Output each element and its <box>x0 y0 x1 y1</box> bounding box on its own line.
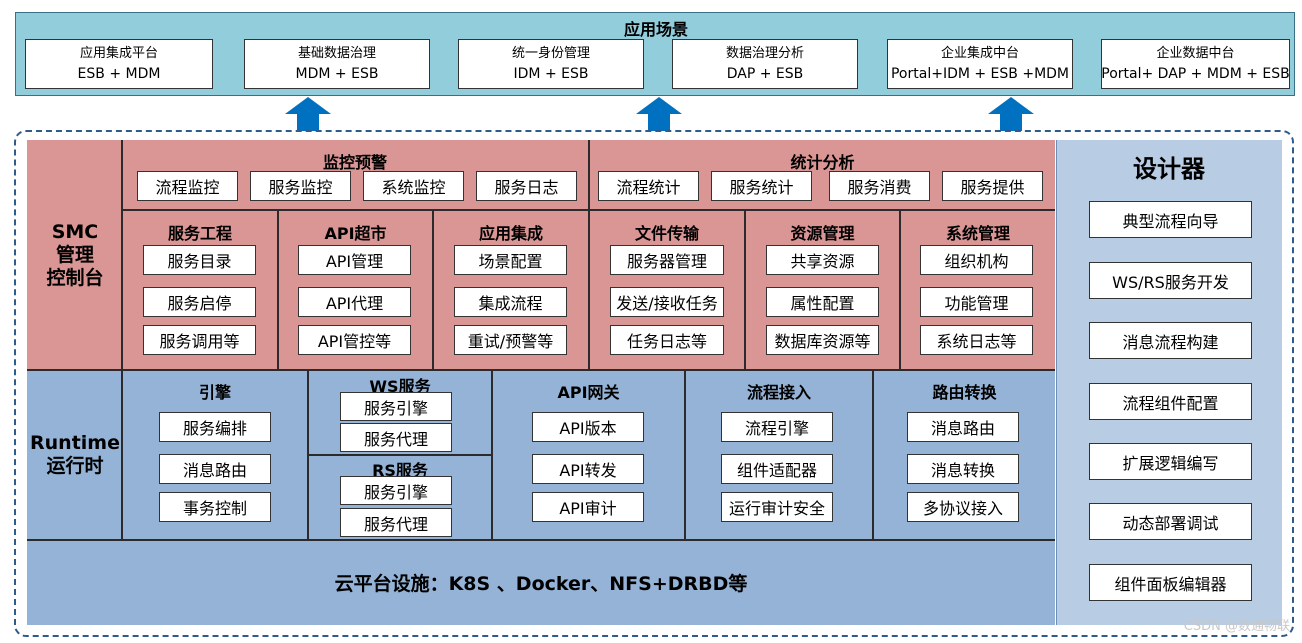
flow-item: 组件适配器 <box>721 454 833 484</box>
stats-item: 服务消费 <box>829 171 930 201</box>
monitor-item: 服务监控 <box>250 171 351 201</box>
runtime-label: Runtime 运行时 <box>30 432 120 477</box>
group-item: 组织机构 <box>920 245 1033 275</box>
group-title: 文件传输 <box>634 224 699 243</box>
monitor-title: 监控预警 <box>322 153 387 172</box>
divider <box>491 370 493 540</box>
stats-title: 统计分析 <box>790 153 855 172</box>
ws-title: WS服务 <box>369 377 431 396</box>
divider <box>588 210 590 370</box>
designer-item: 组件面板编辑器 <box>1089 564 1252 601</box>
group-item: 集成流程 <box>454 287 567 317</box>
divider <box>121 370 123 540</box>
group-item: 属性配置 <box>766 287 879 317</box>
cloud-region <box>27 541 1055 625</box>
group-title: 应用集成 <box>478 224 543 243</box>
group-item: 场景配置 <box>454 245 567 275</box>
group-item: API管控等 <box>298 325 411 355</box>
divider <box>121 140 123 370</box>
gateway-item: API审计 <box>532 492 644 522</box>
ws-item: 服务代理 <box>340 423 452 452</box>
designer-item: 动态部署调试 <box>1089 503 1252 540</box>
group-item: 数据库资源等 <box>766 325 879 355</box>
rs-item: 服务代理 <box>340 508 452 537</box>
designer-item: 典型流程向导 <box>1089 201 1252 238</box>
cloud-label: 云平台设施：K8S 、Docker、NFS+DRBD等 <box>334 573 748 595</box>
divider <box>744 210 746 370</box>
monitor-item: 流程监控 <box>137 171 238 201</box>
group-item: 共享资源 <box>766 245 879 275</box>
divider <box>307 454 492 456</box>
up-arrow-icon <box>988 97 1034 131</box>
rs-title: RS服务 <box>372 461 428 480</box>
group-item: 发送/接收任务 <box>610 287 724 317</box>
group-title: 资源管理 <box>790 224 855 243</box>
designer-title: 设计器 <box>1133 155 1205 183</box>
route-item: 多协议接入 <box>907 492 1019 522</box>
designer-item: 流程组件配置 <box>1089 383 1252 420</box>
group-title: 系统管理 <box>945 224 1010 243</box>
group-item: 功能管理 <box>920 287 1033 317</box>
designer-item: 扩展逻辑编写 <box>1089 443 1252 480</box>
group-item: API代理 <box>298 287 411 317</box>
engine-item: 服务编排 <box>159 412 271 442</box>
group-item: API管理 <box>298 245 411 275</box>
flow-title: 流程接入 <box>746 383 811 402</box>
route-item: 消息路由 <box>907 412 1019 442</box>
group-item: 服务目录 <box>143 245 256 275</box>
divider <box>588 140 590 210</box>
designer-item: 消息流程构建 <box>1089 322 1252 359</box>
route-title: 路由转换 <box>932 383 997 402</box>
gateway-item: API版本 <box>532 412 644 442</box>
monitor-item: 系统监控 <box>363 171 464 201</box>
divider <box>684 370 686 540</box>
group-item: 任务日志等 <box>610 325 724 355</box>
group-title: 服务工程 <box>167 224 232 243</box>
rs-item: 服务引擎 <box>340 476 452 505</box>
scenario-title: 应用场景 <box>623 20 688 39</box>
group-item: 系统日志等 <box>920 325 1033 355</box>
flow-item: 流程引擎 <box>721 412 833 442</box>
gateway-item: API转发 <box>532 454 644 484</box>
monitor-item: 服务日志 <box>476 171 577 201</box>
group-item: 服务器管理 <box>610 245 724 275</box>
group-item: 服务调用等 <box>143 325 256 355</box>
watermark: CSDN @数通畅联 <box>1183 619 1290 634</box>
engine-title: 引擎 <box>198 383 231 402</box>
stats-item: 服务提供 <box>942 171 1043 201</box>
group-item: 重试/预警等 <box>454 325 567 355</box>
divider <box>27 539 1055 541</box>
stats-item: 流程统计 <box>598 171 699 201</box>
divider <box>432 210 434 370</box>
divider <box>27 369 1055 371</box>
scenario-panel: 应用场景 <box>15 12 1295 96</box>
up-arrow-icon <box>636 97 682 131</box>
stats-item: 服务统计 <box>711 171 812 201</box>
up-arrow-icon <box>285 97 331 131</box>
gateway-title: API网关 <box>557 383 620 402</box>
route-item: 消息转换 <box>907 454 1019 484</box>
divider <box>899 210 901 370</box>
group-title: API超市 <box>324 224 387 243</box>
divider <box>872 370 874 540</box>
engine-item: 事务控制 <box>159 492 271 522</box>
platform-frame <box>14 130 1294 637</box>
flow-item: 运行审计安全 <box>721 492 833 522</box>
divider <box>277 210 279 370</box>
group-item: 服务启停 <box>143 287 256 317</box>
ws-item: 服务引擎 <box>340 392 452 421</box>
smc-label: SMC 管理 控制台 <box>46 221 104 289</box>
designer-item: WS/RS服务开发 <box>1089 262 1252 299</box>
engine-item: 消息路由 <box>159 454 271 484</box>
